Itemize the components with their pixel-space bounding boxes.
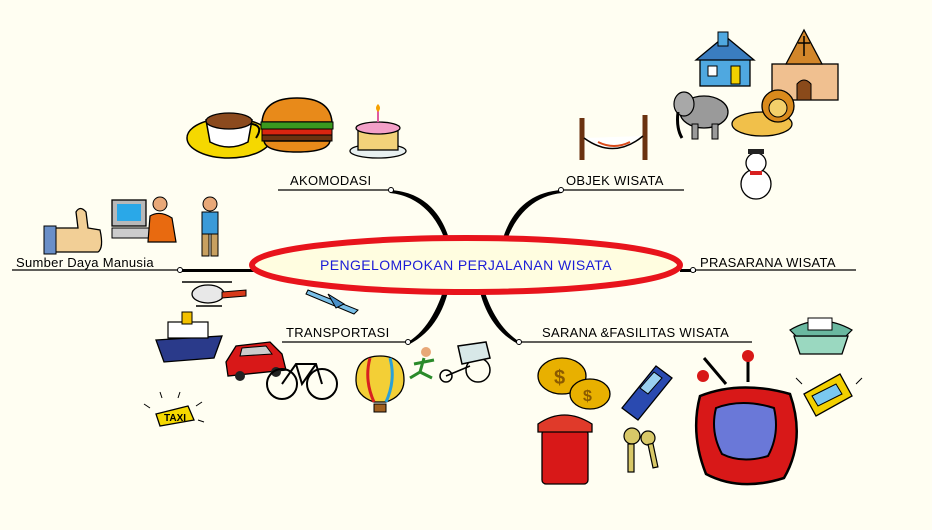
branch-label-objek-wisata[interactable]: OBJEK WISATA (566, 173, 664, 188)
car-icon (225, 341, 287, 381)
pedicab-icon (439, 341, 491, 383)
snowman-icon (740, 149, 772, 200)
keys-icon (623, 427, 659, 473)
worker-person-icon (201, 196, 219, 257)
pager-icon (795, 373, 863, 417)
coins-icon: $ $ (537, 357, 611, 410)
svg-text:$: $ (554, 367, 565, 389)
hammock-icon (579, 115, 648, 160)
helicopter-icon (182, 281, 247, 307)
node-transportasi (405, 339, 411, 345)
runner-icon (409, 347, 435, 380)
branch-underlines (12, 189, 856, 343)
ship-icon (155, 311, 223, 363)
television-icon (694, 350, 798, 486)
node-objek (558, 187, 564, 193)
taxi-sign-icon: TAXI (143, 391, 205, 427)
connector-prasarana (680, 269, 696, 272)
taxi-sign-text: TAXI (164, 413, 186, 424)
branch-nodes (177, 187, 696, 345)
node-sdm (177, 267, 183, 273)
elephant-icon (673, 91, 729, 140)
central-topic[interactable]: PENGELOMPOKAN PERJALANAN WISATA (249, 235, 683, 295)
hot-air-balloon-icon (355, 355, 405, 413)
node-prasarana (690, 267, 696, 273)
birthday-cake-icon (349, 104, 407, 159)
hamburger-icon (260, 97, 334, 153)
mobile-phone-icon (621, 365, 673, 421)
airplane-icon (305, 289, 359, 315)
coffee-cup-icon (186, 112, 272, 159)
trash-bin-icon (537, 414, 593, 485)
thumbs-up-icon (43, 207, 103, 255)
central-topic-label: PENGELOMPOKAN PERJALANAN WISATA (320, 257, 612, 273)
connector-objek (500, 190, 562, 250)
connector-sdm (178, 269, 256, 272)
branch-label-prasarana-wisata[interactable]: PRASARANA WISATA (700, 255, 836, 270)
node-sarana (516, 339, 522, 345)
computer-worker-icon (111, 196, 177, 243)
telephone-icon (789, 317, 853, 355)
node-akomodasi (388, 187, 394, 193)
connector-akomodasi (390, 190, 452, 250)
house-icon (694, 31, 756, 87)
branch-label-transportasi[interactable]: TRANSPORTASI (286, 325, 390, 340)
branch-label-akomodasi[interactable]: AKOMODASI (290, 173, 371, 188)
church-icon (771, 28, 839, 101)
central-topic-ellipse (249, 235, 683, 295)
branch-label-sumber-daya-manusia[interactable]: Sumber Daya Manusia (16, 255, 154, 270)
lion-icon (731, 89, 795, 137)
svg-text:$: $ (583, 388, 592, 405)
branch-label-sarana-fasilitas[interactable]: SARANA &FASILITAS WISATA (542, 325, 729, 340)
bicycle-icon (266, 363, 338, 400)
